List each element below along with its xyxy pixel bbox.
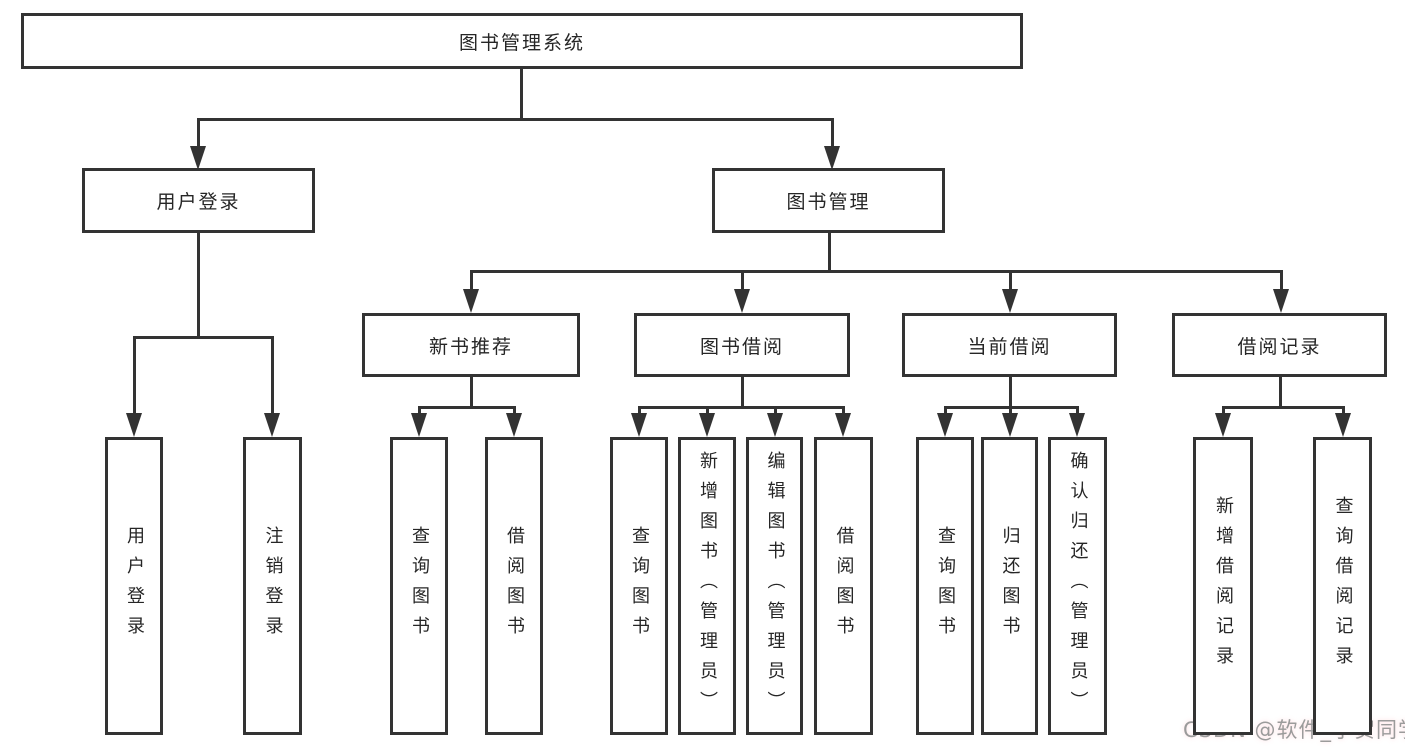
connector-4-arrowhead-1 — [699, 413, 715, 437]
node-book-management: 图书管理 — [712, 168, 945, 233]
connector-1-drop-3 — [1279, 271, 1283, 295]
leaf-add-borrow-record: 新增借阅记录 — [1193, 437, 1253, 735]
connector-4-stem — [740, 377, 744, 407]
leaf-query-borrow-record-label: 查询借阅记录 — [1332, 496, 1354, 676]
connector-1-drop-1 — [740, 271, 744, 295]
leaf-query-book-recommend-label: 查询图书 — [409, 526, 430, 646]
connector-3-arrowhead-1 — [506, 413, 522, 437]
leaf-query-borrow-record: 查询借阅记录 — [1313, 437, 1372, 735]
connector-2-bar — [132, 335, 274, 339]
leaf-edit-book-admin: 编辑图书（管理员） — [746, 437, 803, 735]
node-root-library-system: 图书管理系统 — [21, 13, 1023, 69]
node-book-management-label: 图书管理 — [786, 191, 871, 213]
connector-1-drop-2 — [1008, 271, 1012, 295]
connector-6-arrowhead-0 — [1215, 413, 1231, 437]
connector-1-stem — [827, 233, 831, 271]
connector-0-arrowhead-0 — [190, 146, 206, 170]
connector-1-drop-0 — [469, 271, 473, 295]
connector-1-arrowhead-2 — [1002, 289, 1018, 313]
leaf-add-book-admin-label: 新增图书（管理员） — [697, 451, 718, 721]
connector-3-bar — [417, 405, 516, 409]
connector-4-arrowhead-2 — [767, 413, 783, 437]
leaf-add-borrow-record-label: 新增借阅记录 — [1213, 496, 1234, 676]
leaf-add-book-admin: 新增图书（管理员） — [678, 437, 736, 735]
leaf-return-book: 归还图书 — [981, 437, 1038, 735]
leaf-edit-book-admin-label: 编辑图书（管理员） — [764, 451, 786, 721]
connector-0-drop-1 — [830, 119, 834, 152]
node-root-library-system-label: 图书管理系统 — [458, 31, 585, 54]
connector-5-arrowhead-0 — [937, 413, 953, 437]
leaf-query-book-borrowing: 查询图书 — [610, 437, 668, 735]
leaf-borrow-book-borrowing: 借阅图书 — [814, 437, 873, 735]
node-borrowing-records-label: 借阅记录 — [1237, 335, 1322, 358]
node-new-book-recommend: 新书推荐 — [362, 313, 580, 377]
node-borrowing-records: 借阅记录 — [1172, 313, 1387, 377]
leaf-query-book-recommend: 查询图书 — [390, 437, 448, 735]
node-new-book-recommend-label: 新书推荐 — [428, 335, 513, 358]
connector-0-bar — [196, 117, 834, 121]
connector-6-bar — [1221, 405, 1345, 409]
leaf-confirm-return-admin-label: 确认归还（管理员） — [1067, 451, 1089, 721]
connector-3-stem — [469, 377, 473, 407]
connector-2-arrowhead-1 — [264, 413, 280, 437]
node-user-login: 用户登录 — [82, 168, 315, 233]
connector-5-arrowhead-1 — [1002, 413, 1018, 437]
connector-0-stem — [519, 69, 523, 119]
connector-0-arrowhead-1 — [824, 146, 840, 170]
leaf-confirm-return-admin: 确认归还（管理员） — [1048, 437, 1107, 735]
connector-5-stem — [1008, 377, 1012, 407]
node-current-borrowing: 当前借阅 — [902, 313, 1117, 377]
leaf-borrow-book-recommend-label: 借阅图书 — [504, 526, 525, 646]
node-book-borrowing: 图书借阅 — [634, 313, 850, 377]
connector-2-stem — [196, 233, 200, 337]
leaf-query-book-current: 查询图书 — [916, 437, 974, 735]
connector-4-bar — [637, 405, 845, 409]
leaf-query-book-borrowing-label: 查询图书 — [629, 526, 650, 646]
connector-4-arrowhead-0 — [631, 413, 647, 437]
leaf-user-login-label: 用户登录 — [124, 526, 145, 646]
node-book-borrowing-label: 图书借阅 — [699, 335, 784, 358]
leaf-borrow-book-recommend: 借阅图书 — [485, 437, 543, 735]
node-user-login-label: 用户登录 — [156, 191, 241, 213]
leaf-logout: 注销登录 — [243, 437, 302, 735]
connector-1-arrowhead-1 — [734, 289, 750, 313]
leaf-logout-label: 注销登录 — [262, 526, 284, 646]
connector-1-arrowhead-3 — [1273, 289, 1289, 313]
node-current-borrowing-label: 当前借阅 — [967, 335, 1052, 358]
connector-1-bar — [469, 269, 1283, 273]
connector-3-arrowhead-0 — [411, 413, 427, 437]
leaf-return-book-label: 归还图书 — [999, 526, 1021, 646]
connector-0-drop-0 — [196, 119, 200, 152]
connector-1-arrowhead-0 — [463, 289, 479, 313]
connector-4-arrowhead-3 — [835, 413, 851, 437]
leaf-query-book-current-label: 查询图书 — [935, 526, 956, 646]
connector-2-drop-0 — [132, 337, 136, 419]
connector-6-stem — [1278, 377, 1282, 407]
connector-6-arrowhead-1 — [1335, 413, 1351, 437]
connector-5-arrowhead-2 — [1069, 413, 1085, 437]
leaf-user-login: 用户登录 — [105, 437, 163, 735]
leaf-borrow-book-borrowing-label: 借阅图书 — [833, 526, 855, 646]
connector-2-drop-1 — [270, 337, 274, 419]
connector-2-arrowhead-0 — [126, 413, 142, 437]
